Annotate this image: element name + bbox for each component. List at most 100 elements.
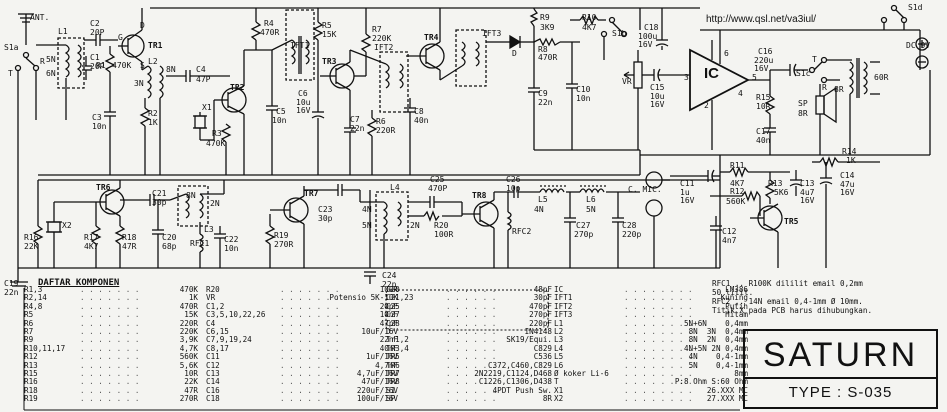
- label-c24-value: 22n: [382, 280, 397, 289]
- bom-part-value: 15K: [184, 310, 198, 320]
- rfc2: [506, 192, 512, 268]
- bom-part-value: 10R: [184, 369, 198, 378]
- label-r2: R2: [148, 109, 158, 118]
- crystal-x1: [193, 100, 215, 141]
- bom-part-name: TR3,4: [386, 343, 409, 353]
- bom-leader-dots: . . . . . . . . . . . . . . . . .: [280, 328, 340, 336]
- bom-leader-dots: . . . . . . . . . . . . . . . . .: [280, 319, 340, 328]
- resistor-r9: [529, 8, 539, 42]
- label-c18: C18: [644, 23, 659, 32]
- bom-part-name: R9: [24, 335, 34, 345]
- bom-part-value: IN4148: [524, 327, 552, 336]
- diode-d: [500, 34, 534, 50]
- bom-part-value: 26.XXX MC: [706, 385, 748, 395]
- label-l1: L1: [58, 27, 68, 36]
- source-url[interactable]: http://www.qsl.net/va3iul/: [706, 14, 817, 25]
- bom-part-name: TR6: [386, 360, 400, 370]
- label-tr4: TR4: [424, 33, 439, 42]
- bom-part-name: L1: [554, 318, 564, 328]
- label-diode: D: [512, 49, 517, 58]
- label-pin3: 3: [684, 73, 689, 82]
- bom-leader-dots: . . . . . . . . . . . . . . . . .: [80, 336, 140, 345]
- bom-part-name: L4: [554, 343, 564, 353]
- switch-s1a: [14, 51, 40, 180]
- label-c28-value: 220p: [622, 230, 642, 239]
- label-c10-value: 10n: [576, 94, 591, 103]
- capacitor-c10: [534, 42, 640, 151]
- potentiometer-vr: [623, 50, 643, 150]
- label-r-speaker: R: [822, 83, 827, 92]
- label-c23-value: 30p: [318, 214, 333, 223]
- resistor-r12: [710, 190, 761, 216]
- label-l6-turns: 5N: [586, 205, 596, 214]
- bom-part-name: C13: [206, 369, 220, 378]
- label-r9: R9: [540, 13, 550, 22]
- capacitor-c23: [304, 184, 360, 196]
- resistor-r8b: [533, 37, 580, 47]
- label-s1b: S1b: [612, 29, 627, 38]
- resistor-r4: [244, 8, 272, 51]
- label-r13-value: 5K6: [774, 188, 789, 197]
- bom-part-value: Potensio 5K-10K: [329, 293, 398, 303]
- bom-part-name: Tr1,2: [386, 335, 409, 345]
- label-3n: 3N: [134, 79, 144, 88]
- bom-leader-dots: . . . . . . . . . . . . . . . . .: [280, 361, 340, 370]
- label-g: G: [118, 33, 123, 42]
- bom-part-name: L6: [554, 360, 564, 370]
- label-c16: C16: [758, 47, 773, 56]
- capacitor-c3: [104, 90, 116, 175]
- bom-part-value: 470K: [179, 285, 198, 294]
- label-r15-value: 10R: [756, 102, 771, 111]
- label-r10: R10: [582, 13, 597, 22]
- label-r6-value: 220R: [376, 126, 396, 135]
- label-r9-value: 3K9: [540, 23, 555, 32]
- bom-part-value: 5,6K: [179, 360, 198, 370]
- label-c13-value: 4u7 16V: [800, 188, 815, 205]
- label-c17-value: 40n: [756, 136, 771, 145]
- bom-part-name: R1,3: [24, 285, 43, 294]
- label-c1: C1: [90, 53, 100, 62]
- bom-part-value: C829: [533, 343, 552, 353]
- crystal-x2: [46, 201, 90, 268]
- brand-type: TYPE : S-035: [788, 384, 893, 401]
- label-c6: C6: [298, 89, 308, 98]
- label-ant: ANT.: [30, 13, 50, 22]
- label-ic: IC: [704, 65, 719, 82]
- bom-part-value: 4N+5N 2N 0,4mm: [683, 343, 748, 353]
- label-r18: R18: [122, 233, 137, 242]
- bom-part-name: Ø koker Li-6: [554, 369, 609, 378]
- capacitor-c11: [670, 169, 720, 183]
- label-r17-value: 4K7: [84, 242, 99, 251]
- bom-part-name: C28: [386, 318, 400, 328]
- bom-part-name: D: [386, 327, 391, 336]
- bom-leader-dots: . . . . . . . . . . . . . . . . .: [624, 344, 693, 353]
- bom-leader-dots: . . . . . . . . . . . . . . . . .: [280, 378, 340, 387]
- bom-part-value: C536: [533, 352, 552, 362]
- capacitor-c20: [152, 200, 164, 268]
- bom-leader-dots: . . . . . . . . . . . . . . . . .: [280, 344, 340, 353]
- label-c11: C11: [680, 179, 695, 188]
- bom-part-value: 10nF: [379, 310, 398, 320]
- label-tr5: TR5: [784, 217, 799, 226]
- coil-l3: [169, 180, 225, 227]
- bom-part-name: R7: [24, 327, 34, 336]
- resistor-r6: [366, 110, 378, 175]
- capacitor-c9: [528, 42, 540, 150]
- bom-part-value: 4,7nF: [375, 360, 398, 370]
- bom-leader-dots: . . . . . . . . . . . . . . . . .: [280, 336, 340, 345]
- bom-part-value: 220pF: [529, 318, 552, 328]
- resistor-r13: [764, 172, 776, 204]
- label-r13: R13: [768, 179, 783, 188]
- label-c12-value: 4n7: [722, 236, 737, 245]
- note-line: Titik X pada PCB harus dihubungkan.: [712, 306, 873, 315]
- bom-part-value: C1226,C1306,D438: [478, 377, 552, 387]
- bom-part-name: VR: [206, 293, 216, 303]
- bom-part-name: R15: [24, 369, 38, 378]
- bom-part-value: 4PDT Push Sw.: [492, 385, 552, 395]
- label-r12-value: 560K: [726, 197, 746, 206]
- bom-part-value: 270pF: [529, 310, 552, 320]
- label-r18-value: 47R: [122, 242, 137, 251]
- label-c23: C23: [318, 205, 333, 214]
- bom-part-value: Kuning: [720, 293, 748, 303]
- label-pin2: 2: [704, 101, 709, 110]
